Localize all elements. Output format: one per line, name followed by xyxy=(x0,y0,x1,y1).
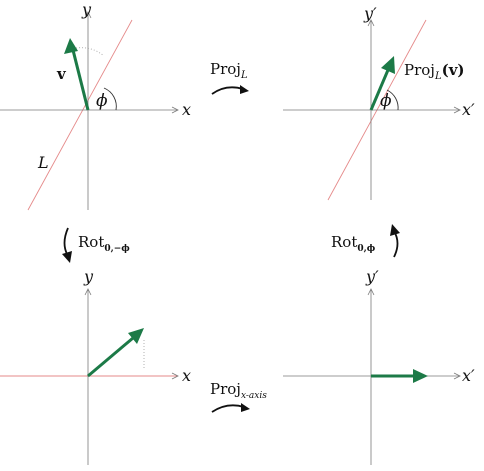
transform-top: ProjL xyxy=(210,60,249,95)
curved-arrow-down-head xyxy=(62,251,72,263)
vector-v-arrowhead xyxy=(64,38,78,54)
x-axis-arrowhead xyxy=(171,372,179,380)
x-axis-label: x xyxy=(182,366,191,385)
vector-v xyxy=(71,49,90,111)
curved-arrow-up xyxy=(393,230,399,258)
angle-arc xyxy=(103,87,117,111)
projected-vector-label: ProjL(v) xyxy=(404,61,465,82)
transform-left-label: Rot0,−ϕ xyxy=(78,233,130,254)
panel-top-left: x y v ϕ L xyxy=(0,0,191,211)
panel-top-right: x′ y′ ϕ ProjL(v) xyxy=(283,4,475,201)
line-L xyxy=(27,19,133,211)
rotated-vector xyxy=(87,336,134,378)
projected-vector-arrowhead xyxy=(381,56,395,74)
transform-top-label: ProjL xyxy=(210,60,248,81)
curved-arrow-right-head xyxy=(241,403,250,412)
x-prime-label: x′ xyxy=(462,100,475,119)
x-prime-axis-arrowhead xyxy=(453,372,461,380)
transform-bottom: Projx-axis xyxy=(210,380,267,413)
y-prime-axis-arrowhead xyxy=(367,288,375,296)
transform-right-label: Rot0,ϕ xyxy=(331,233,376,254)
y-prime-label: y′ xyxy=(365,267,379,286)
transform-right: Rot0,ϕ xyxy=(331,224,400,258)
x-axis-arrowhead xyxy=(171,106,179,114)
transform-left: Rot0,−ϕ xyxy=(62,227,130,263)
x-prime-axis-arrowhead xyxy=(453,106,461,114)
y-prime-label: y′ xyxy=(363,4,377,23)
y-prime-axis-arrowhead xyxy=(367,19,375,27)
curved-arrow-up-head xyxy=(390,224,400,236)
x-prime-label: x′ xyxy=(462,366,475,385)
line-label: L xyxy=(37,153,49,172)
transform-bottom-label: Projx-axis xyxy=(210,380,267,401)
dotted-guide xyxy=(75,47,105,57)
y-axis-label: y xyxy=(83,267,94,286)
angle-label: ϕ xyxy=(380,91,392,111)
angle-arc xyxy=(386,89,399,111)
vector-label: v xyxy=(56,65,67,83)
curved-arrow-right-head xyxy=(240,85,249,94)
angle-label: ϕ xyxy=(96,91,108,111)
curved-arrow-down xyxy=(63,227,69,257)
y-axis-arrowhead xyxy=(84,11,92,19)
panel-bottom-left: x y xyxy=(0,267,191,465)
curved-arrow-right xyxy=(211,86,244,95)
rotated-vector-arrowhead xyxy=(128,328,144,344)
horizontal-vector-arrowhead xyxy=(413,369,428,383)
x-axis-label: x xyxy=(182,100,191,119)
y-axis-label: y xyxy=(81,0,92,19)
projected-vector xyxy=(369,69,390,111)
panel-bottom-right: x′ y′ xyxy=(283,267,475,465)
y-axis-arrowhead xyxy=(84,288,92,296)
curved-arrow-right xyxy=(211,404,245,413)
